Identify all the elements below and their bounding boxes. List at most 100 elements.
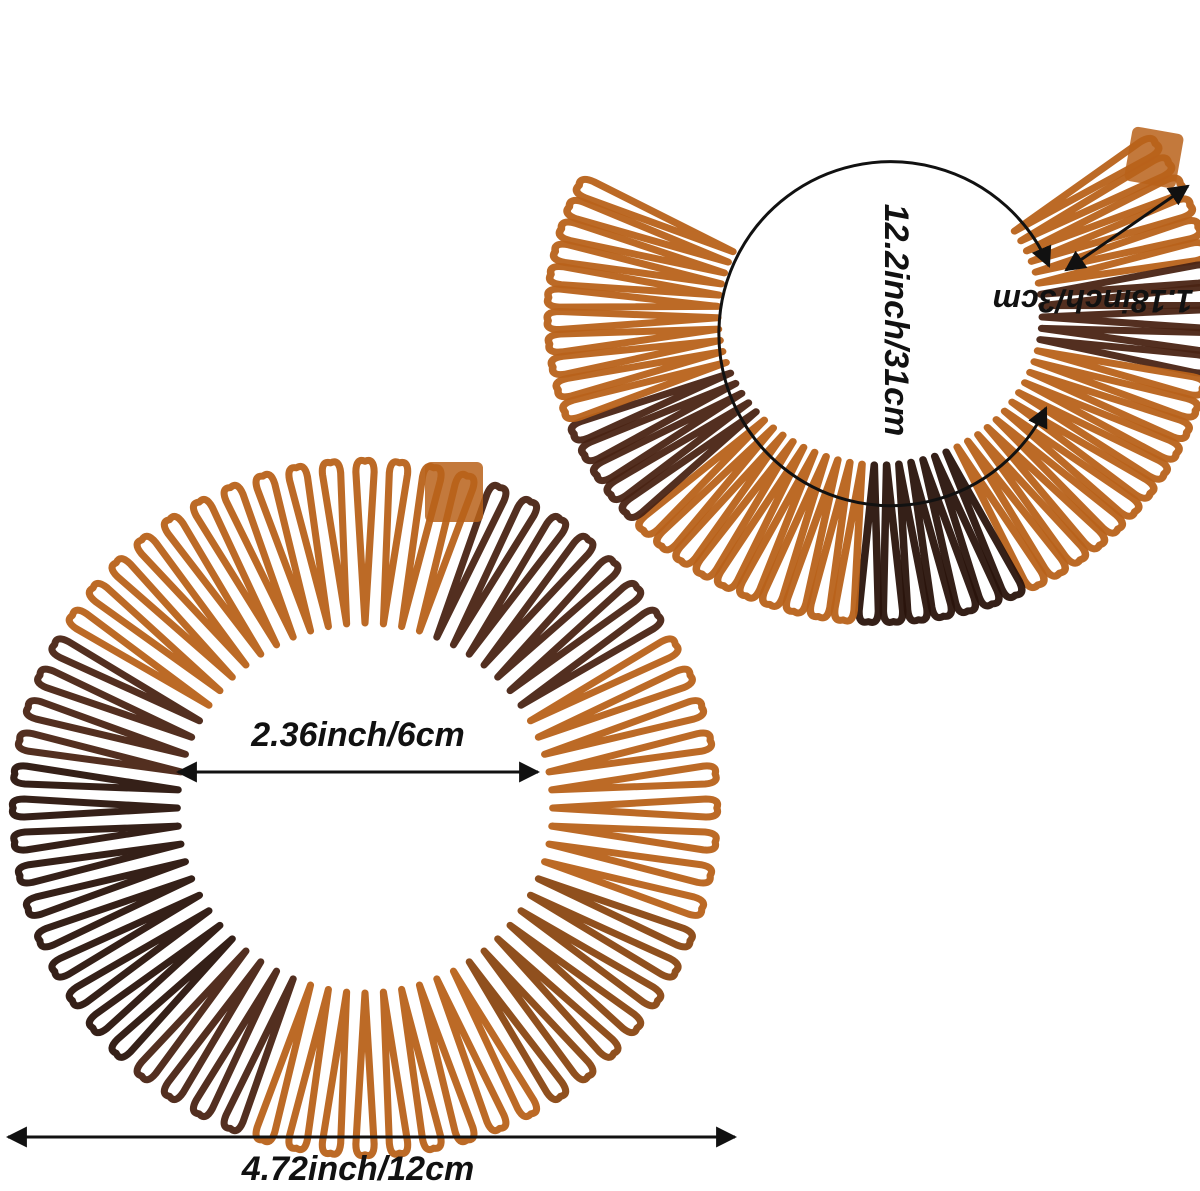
- comb-tooth: [942, 448, 1026, 602]
- comb-tooth: [449, 967, 541, 1121]
- comb-tooth: [983, 423, 1109, 553]
- comb-tooth: [1034, 239, 1200, 287]
- comb-tooth: [919, 456, 980, 617]
- comb-tooth: [589, 389, 746, 485]
- comb-tooth: [526, 635, 682, 725]
- comb-tooth: [555, 218, 729, 277]
- comb-tooth: [189, 495, 281, 649]
- comb-tooth: [352, 989, 378, 1159]
- outer-width-label: 4.72inch/12cm: [241, 1150, 474, 1188]
- comb-tooth: [65, 907, 213, 1010]
- comb-tooth: [618, 408, 760, 521]
- comb-tooth: [22, 858, 189, 919]
- comb-tooth: [1008, 398, 1158, 502]
- comb-tooth: [545, 263, 723, 299]
- comb-tooth: [974, 431, 1090, 567]
- comb-tooth: [14, 729, 185, 776]
- comb-tooth: [48, 891, 204, 981]
- comb-tooth: [758, 452, 830, 610]
- comb-tooth: [8, 795, 181, 821]
- inner-diameter-measurement: 2.36inch/6cm: [175, 716, 541, 783]
- comb-tooth: [541, 858, 708, 919]
- comb-connector-clip: [425, 462, 483, 522]
- comb-tooth: [465, 512, 570, 658]
- comb-tooth: [855, 461, 883, 626]
- comb-tooth: [547, 336, 724, 379]
- comb-tooth: [220, 481, 297, 641]
- gap-width-arrow: [1064, 184, 1190, 272]
- comb-tooth: [692, 438, 797, 581]
- comb-tooth: [806, 458, 854, 622]
- comb-tooth: [543, 285, 722, 311]
- comb-tooth: [379, 458, 412, 628]
- comb-tooth: [545, 840, 716, 887]
- comb-tooth: [480, 532, 597, 669]
- comb-tooth: [782, 456, 842, 617]
- comb-tooth: [252, 470, 315, 635]
- comb-tooth: [1033, 347, 1200, 399]
- comb-tooth: [672, 431, 787, 568]
- comb-tooth: [318, 458, 351, 628]
- comb-tooth: [1021, 379, 1183, 463]
- comb-tooth: [578, 379, 740, 465]
- comb-tooth: [160, 958, 265, 1104]
- comb-tooth: [160, 512, 265, 658]
- comb-tooth: [549, 240, 726, 288]
- comb-tooth: [548, 762, 720, 794]
- comb-tooth: [653, 424, 778, 554]
- comb-tooth: [541, 697, 708, 758]
- comb-tooth: [85, 921, 224, 1037]
- comb-tooth: [133, 532, 250, 669]
- comb-tooth: [992, 416, 1127, 537]
- comb-tooth: [559, 358, 730, 423]
- comb-tooth: [22, 697, 189, 758]
- comb-tooth: [830, 460, 866, 625]
- comb-tooth: [895, 460, 931, 625]
- arc-length-measurement: 12.2inch/31cm: [717, 160, 1052, 508]
- comb-tooth: [108, 935, 236, 1061]
- comb-tooth: [713, 443, 808, 592]
- comb-tooth: [953, 443, 1048, 592]
- arc-length-label: 12.2inch/31cm: [877, 204, 915, 436]
- comb-tooth: [10, 762, 182, 794]
- comb-tooth: [352, 457, 378, 627]
- comb-tooth: [48, 635, 204, 725]
- comb-tooth: [572, 175, 737, 256]
- comb-tooth: [494, 555, 622, 681]
- comb-tooth: [1030, 358, 1200, 421]
- comb-tooth: [545, 729, 716, 776]
- comb-tooth: [34, 665, 196, 741]
- comb-tooth: [449, 495, 541, 649]
- arc-length-arrow: [717, 160, 1052, 508]
- comb-tooth: [907, 458, 956, 622]
- comb-tooth: [494, 935, 622, 1061]
- comb-tooth: [543, 308, 722, 334]
- comb-tooth: [1015, 389, 1171, 483]
- comb-tooth: [14, 840, 185, 887]
- circle-comb-headband-open: [543, 126, 1200, 626]
- comb-tooth: [526, 891, 682, 981]
- comb-tooth: [10, 822, 182, 854]
- comb-tooth: [506, 921, 645, 1037]
- comb-connector-clip: [1124, 126, 1184, 189]
- inner-diameter-label: 2.36inch/6cm: [250, 716, 465, 754]
- comb-tooth: [635, 416, 769, 538]
- comb-tooth: [506, 579, 645, 695]
- comb-tooth: [563, 196, 732, 266]
- comb-tooth: [65, 606, 213, 709]
- comb-tooth: [879, 461, 907, 626]
- comb-tooth: [465, 958, 570, 1104]
- comb-tooth: [567, 369, 735, 444]
- comb-tooth: [517, 907, 665, 1010]
- comb-tooth: [930, 452, 1003, 610]
- comb-tooth: [534, 665, 696, 741]
- comb-tooth: [517, 606, 665, 709]
- comb-tooth: [603, 399, 753, 504]
- comb-tooth: [736, 448, 819, 602]
- comb-tooth: [552, 348, 727, 401]
- comb-tooth: [108, 555, 236, 681]
- comb-tooth: [1026, 368, 1193, 443]
- comb-tooth: [433, 481, 510, 641]
- gap-width-label: 1.18inch/3cm: [993, 283, 1194, 319]
